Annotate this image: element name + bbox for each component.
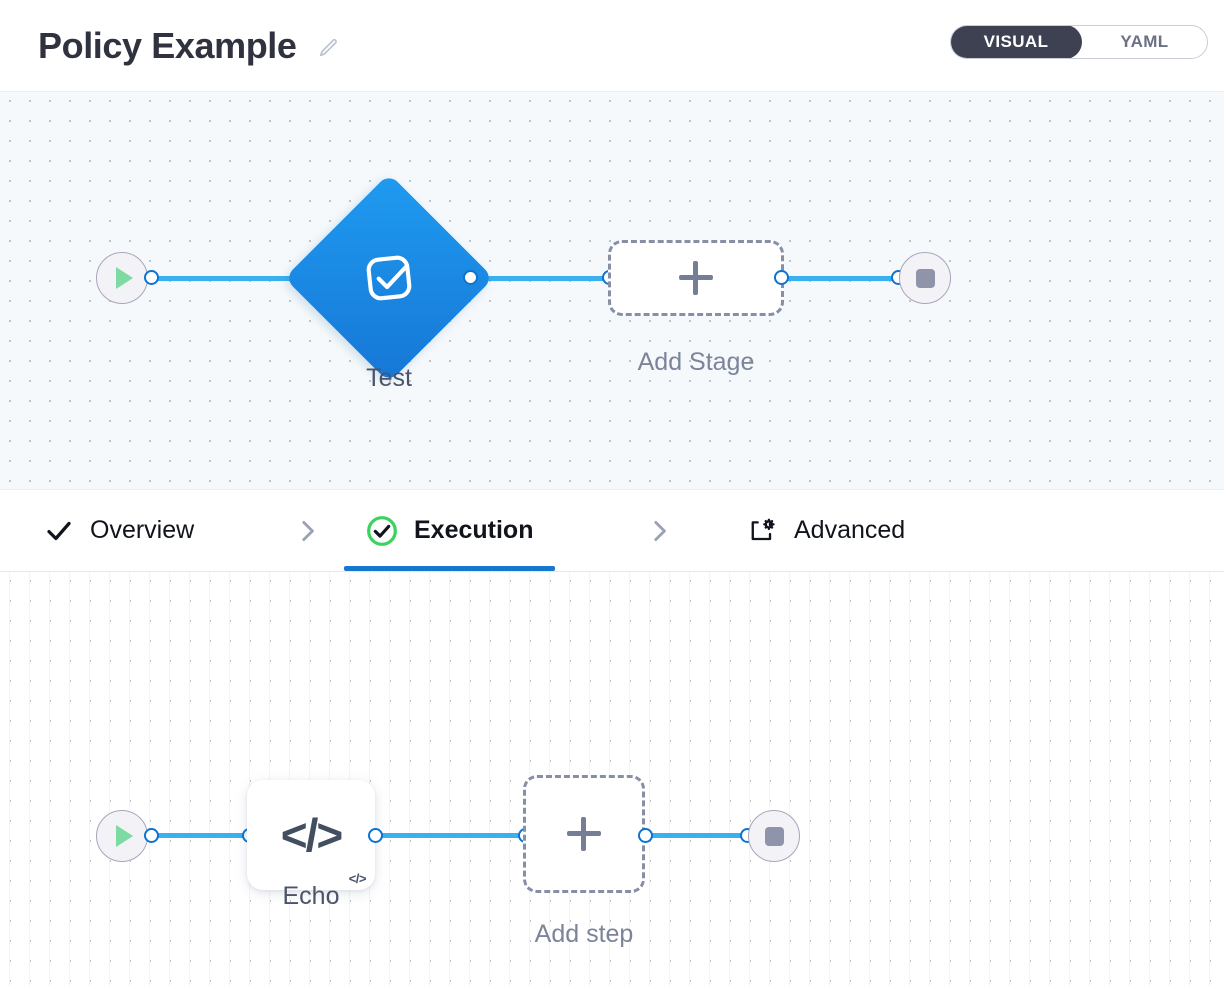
stop-icon: [764, 826, 784, 846]
port-echo-out[interactable]: [368, 828, 383, 843]
exec-end-node[interactable]: [748, 810, 800, 862]
execution-graph-canvas[interactable]: </> </> Echo Add step: [0, 572, 1224, 986]
step-label-echo: Echo: [282, 882, 340, 910]
exec-start-node-circle[interactable]: [96, 810, 148, 862]
play-icon: [116, 825, 133, 847]
port-test-out[interactable]: [463, 270, 478, 285]
title-area: Policy Example: [38, 24, 339, 68]
stage-node-test[interactable]: [284, 173, 494, 383]
plus-icon: [567, 817, 601, 851]
tab-execution[interactable]: Execution: [344, 490, 556, 571]
play-icon: [116, 267, 133, 289]
port-addstage-out[interactable]: [774, 270, 789, 285]
edge-echo-to-addstep: [374, 833, 532, 838]
tab-separator-1: [292, 490, 322, 571]
stage-start-node[interactable]: [96, 252, 148, 304]
tab-overview-label: Overview: [90, 516, 195, 544]
mode-toggle-yaml[interactable]: YAML: [1082, 26, 1207, 58]
view-mode-toggle[interactable]: VISUAL YAML: [950, 25, 1208, 59]
step-type-badge-icon: </>: [348, 871, 367, 886]
edge-addstage-to-end: [776, 276, 904, 281]
tab-execution-label: Execution: [414, 516, 534, 544]
port-addstep-out[interactable]: [638, 828, 653, 843]
exec-end-node-circle[interactable]: [748, 810, 800, 862]
edge-exec-start-to-echo: [150, 833, 256, 838]
stage-label-test: Test: [366, 364, 412, 392]
stop-icon: [915, 268, 935, 288]
advanced-settings-icon: [751, 518, 775, 540]
add-step-label: Add step: [534, 920, 634, 948]
plus-icon: [679, 261, 713, 295]
add-stage-label: Add Stage: [637, 348, 755, 376]
tab-advanced-label: Advanced: [794, 516, 906, 544]
add-stage-button[interactable]: [608, 240, 784, 316]
port-start-out[interactable]: [144, 270, 159, 285]
edge-addstep-to-end: [642, 833, 754, 838]
edge-start-to-test: [150, 276, 314, 281]
check-icon: [47, 521, 71, 540]
chevron-right-icon: [302, 520, 314, 541]
edge-test-to-addstage: [468, 276, 616, 281]
tab-advanced[interactable]: Advanced: [724, 490, 927, 571]
section-tabbar: Overview Execution: [0, 490, 1224, 572]
check-circle-green-icon: [367, 515, 397, 546]
tab-separator-2: [644, 490, 674, 571]
page-header: Policy Example VISUAL YAML: [0, 0, 1224, 92]
add-step-button[interactable]: [523, 775, 645, 893]
step-node-echo[interactable]: </> </>: [247, 780, 375, 890]
pencil-icon[interactable]: [317, 33, 339, 59]
mode-toggle-visual[interactable]: VISUAL: [951, 26, 1082, 58]
chevron-right-icon: [654, 520, 666, 541]
tab-overview[interactable]: Overview: [22, 490, 216, 571]
stage-graph-canvas[interactable]: Test Add Stage: [0, 92, 1224, 490]
code-brackets-icon: </>: [280, 809, 343, 861]
port-exec-start-out[interactable]: [144, 828, 159, 843]
exec-start-node[interactable]: [96, 810, 148, 862]
page-title: Policy Example: [38, 25, 297, 66]
end-node-circle[interactable]: [899, 252, 951, 304]
start-node-circle[interactable]: [96, 252, 148, 304]
approval-check-icon: [366, 255, 412, 301]
stage-end-node[interactable]: [899, 252, 951, 304]
